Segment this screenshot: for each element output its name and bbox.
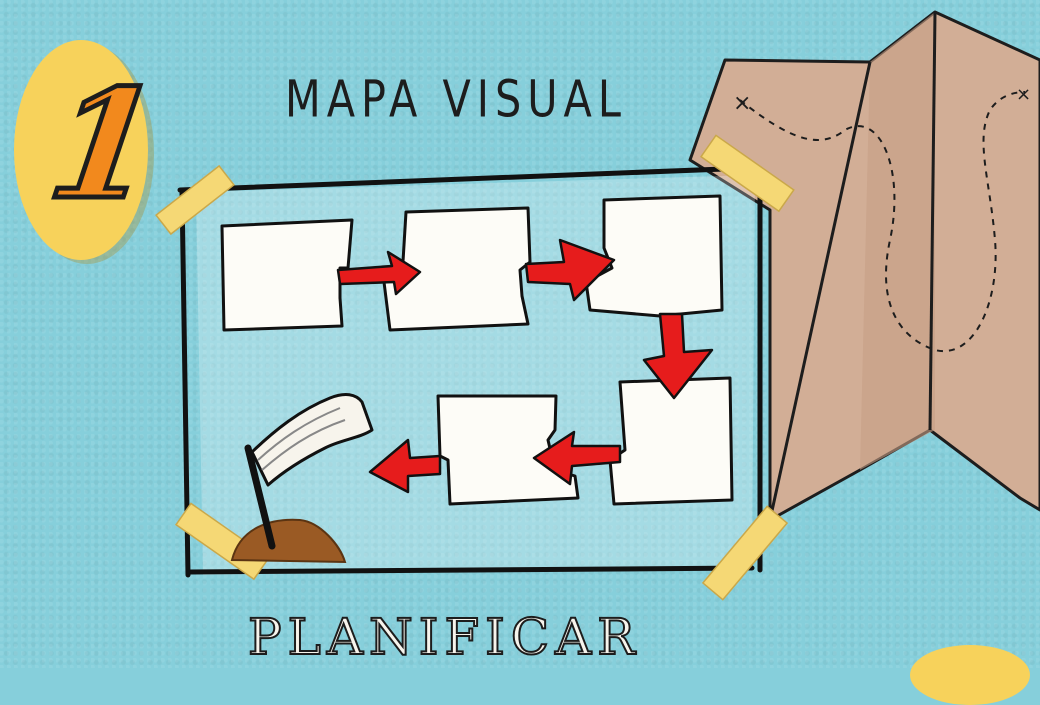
diagram-canvas: × × xyxy=(0,0,1040,668)
svg-text:×: × xyxy=(1016,84,1031,105)
process-box-1 xyxy=(222,220,352,330)
svg-text:×: × xyxy=(733,91,751,116)
next-step-badge xyxy=(910,645,1030,705)
section-subtitle: PLANIFICAR xyxy=(248,608,641,666)
process-box-4 xyxy=(610,378,732,504)
